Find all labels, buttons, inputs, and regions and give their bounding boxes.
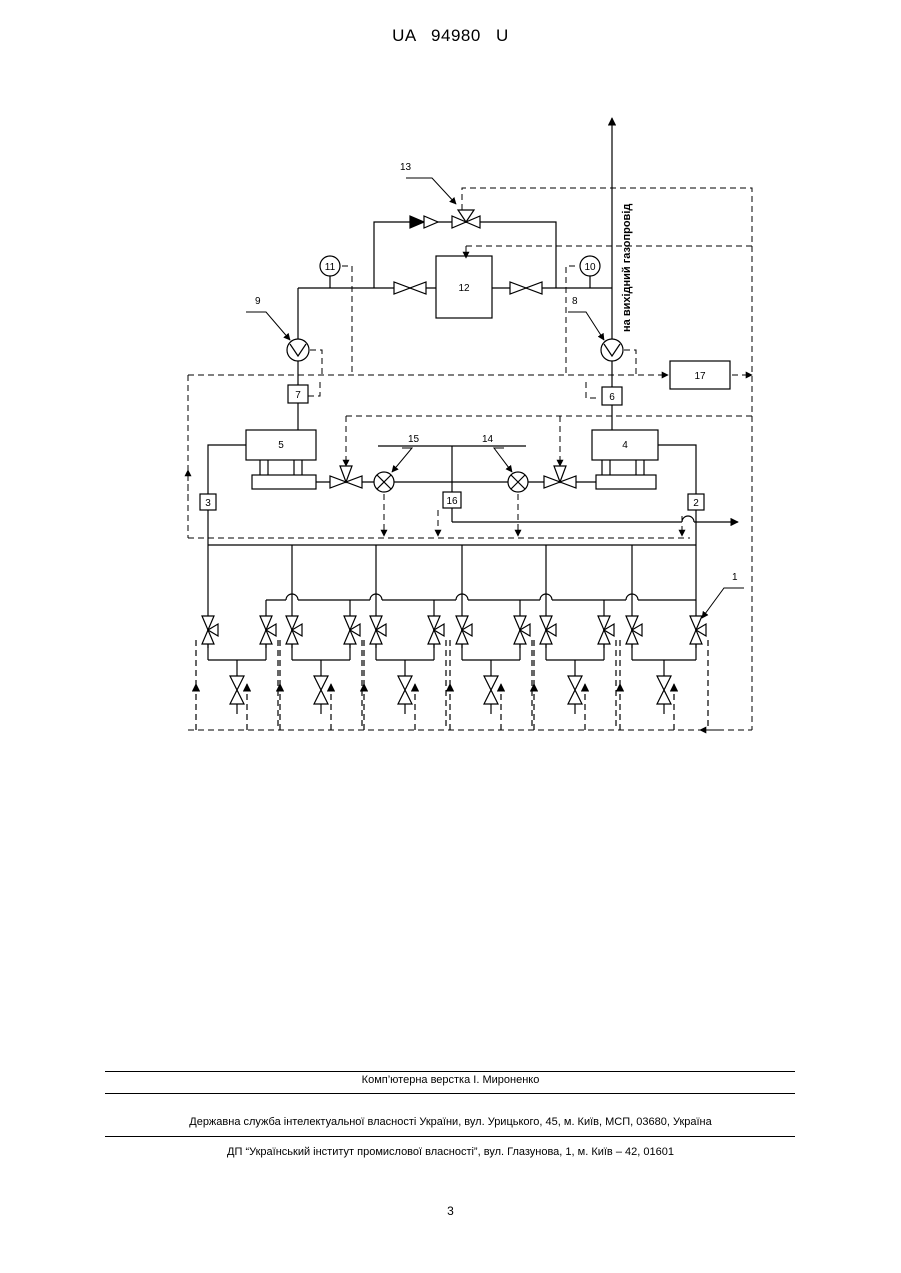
- callout-8: 8: [572, 296, 578, 307]
- layout-credit: Комп’ютерна верстка І. Мироненко: [0, 1074, 901, 1086]
- callout-1: 1: [732, 572, 738, 583]
- callout-14: 14: [482, 434, 494, 445]
- unit-3-label: 3: [205, 498, 211, 509]
- callout-13: 13: [400, 162, 412, 173]
- separator-4-label: 4: [622, 440, 628, 451]
- unit-12-label: 12: [458, 283, 470, 294]
- institute-address: ДП “Український інститут промислової вла…: [0, 1146, 901, 1158]
- unit-6-label: 6: [609, 392, 615, 403]
- agency-address: Державна служба інтелектуальної власност…: [0, 1116, 901, 1128]
- callout-9: 9: [255, 296, 261, 307]
- footer-rule-3: [105, 1136, 795, 1137]
- unit-16-label: 16: [446, 496, 458, 507]
- unit-17-label: 17: [694, 371, 706, 382]
- gauge-10-label: 10: [584, 262, 596, 273]
- gauge-11-label: 11: [325, 262, 336, 273]
- page-number: 3: [0, 1204, 901, 1218]
- outlet-gas-pipeline-label: на вихідний газопровід: [621, 204, 633, 332]
- footer-rule-2: [105, 1093, 795, 1094]
- footer-rule-1: [105, 1071, 795, 1072]
- callout-15: 15: [408, 434, 420, 445]
- unit-2-label: 2: [693, 498, 699, 509]
- unit-7-label: 7: [295, 390, 301, 401]
- separator-5-label: 5: [278, 440, 284, 451]
